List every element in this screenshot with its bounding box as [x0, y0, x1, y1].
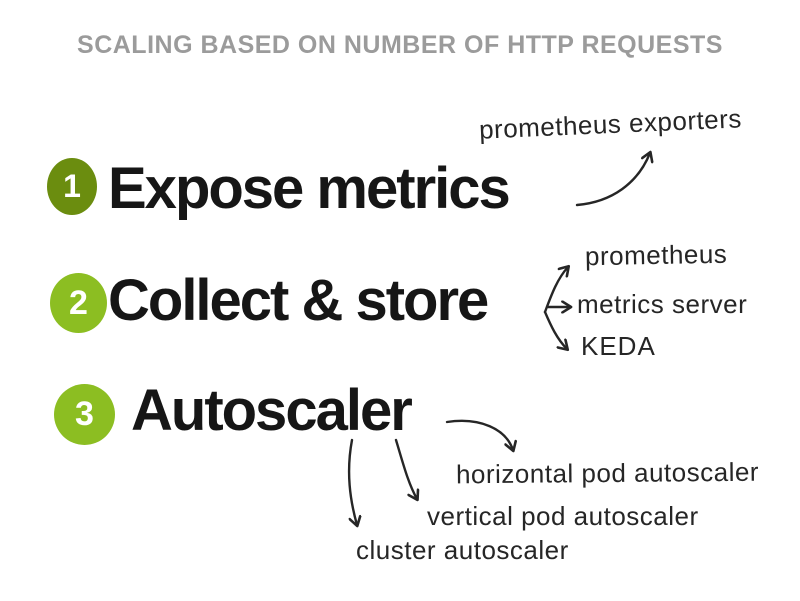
- step-3-badge: 3: [54, 384, 115, 445]
- arrow-autoscaler-to-hpa: [445, 419, 513, 450]
- step-2-label: Collect & store: [108, 268, 489, 333]
- annotation-prometheus: prometheus: [584, 238, 728, 272]
- step-1-badge: 1: [47, 158, 97, 215]
- annotation-cluster-autoscaler: cluster autoscaler: [356, 535, 569, 565]
- step-1-number: 1: [63, 168, 81, 204]
- arrow-autoscaler-to-cluster: [347, 438, 357, 525]
- step-3-label: Autoscaler: [131, 378, 413, 443]
- annotation-horizontal-pod-autoscaler: horizontal pod autoscaler: [455, 456, 760, 490]
- arrow-collect-to-prometheus: [543, 267, 568, 314]
- annotation-prometheus-exporters: prometheus exporters: [478, 103, 743, 145]
- annotation-vertical-pod-autoscaler: vertical pod autoscaler: [427, 501, 699, 531]
- step-2-number: 2: [69, 283, 88, 322]
- arrow-collect-to-keda: [543, 310, 567, 349]
- arrow-expose-to-exporters: [575, 153, 650, 207]
- arrow-autoscaler-to-vpa: [394, 438, 417, 499]
- annotation-keda: KEDA: [581, 331, 656, 361]
- annotation-metrics-server: metrics server: [577, 289, 748, 319]
- step-3-number: 3: [75, 395, 94, 433]
- slide-title: SCALING BASED ON NUMBER OF HTTP REQUESTS: [77, 31, 723, 59]
- step-2-badge: 2: [50, 273, 107, 333]
- step-1-label: Expose metrics: [108, 156, 511, 221]
